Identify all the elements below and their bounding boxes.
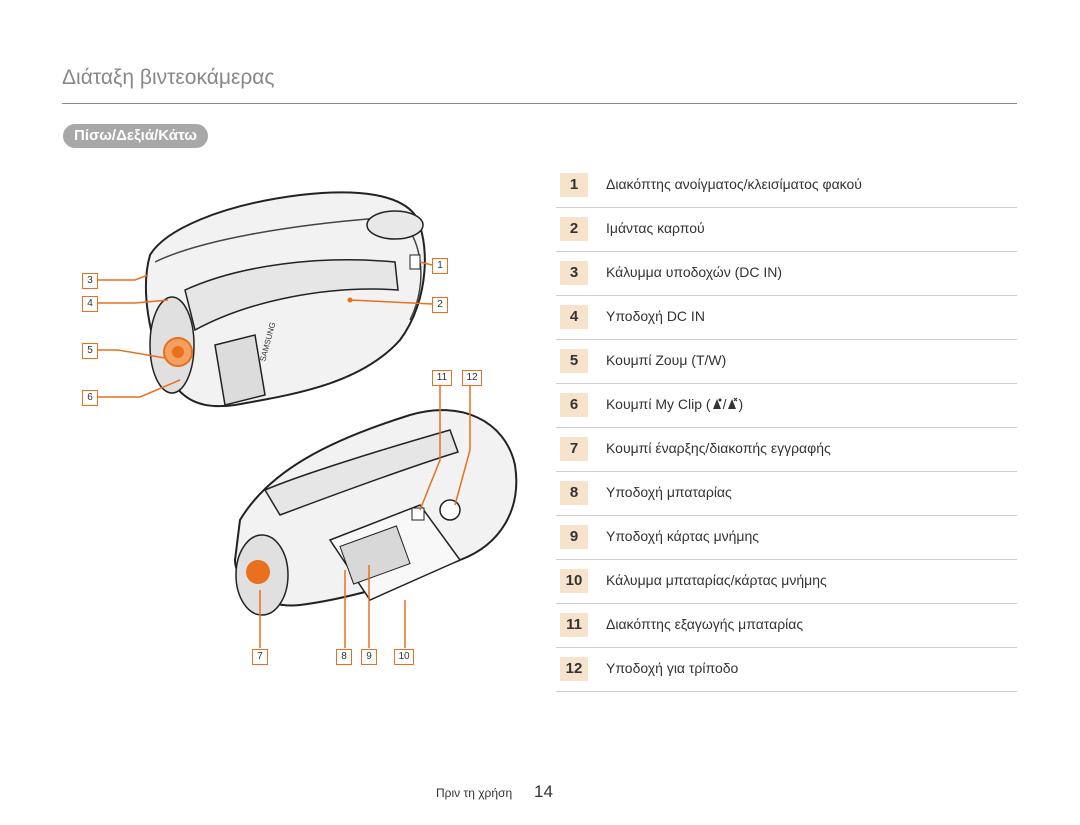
part-label-text: Κουμπί My Clip (	[606, 396, 711, 412]
section-heading: Πίσω/Δεξιά/Κάτω	[63, 124, 208, 148]
part-label: Υποδοχή για τρίποδο	[606, 660, 739, 676]
list-item: 11 Διακόπτης εξαγωγής μπαταρίας	[556, 604, 1017, 648]
callout-8: 8	[336, 649, 352, 665]
callout-6: 6	[82, 390, 98, 406]
part-label: Κάλυμμα μπαταρίας/κάρτας μνήμης	[606, 572, 827, 588]
callout-11: 11	[432, 370, 452, 386]
list-item: 5 Κουμπί Ζουμ (T/W)	[556, 340, 1017, 384]
my-clip-delete-icon	[728, 397, 738, 409]
part-label: Υποδοχή μπαταρίας	[606, 484, 732, 500]
part-label: Υποδοχή DC IN	[606, 308, 705, 324]
part-number: 12	[560, 657, 588, 681]
part-label-my-clip: Κουμπί My Clip (/)	[606, 396, 744, 412]
callout-3: 3	[82, 273, 98, 289]
callout-10: 10	[394, 649, 414, 665]
part-label: Διακόπτης ανοίγματος/κλεισίματος φακού	[606, 176, 862, 192]
part-number: 9	[560, 525, 588, 549]
list-item: 3 Κάλυμμα υποδοχών (DC IN)	[556, 252, 1017, 296]
list-item: 1 Διακόπτης ανοίγματος/κλεισίματος φακού	[556, 164, 1017, 208]
list-item: 7 Κουμπί έναρξης/διακοπής εγγραφής	[556, 428, 1017, 472]
callout-5: 5	[82, 343, 98, 359]
camcorder-diagram: SAMSUNG	[96, 191, 518, 648]
callout-7: 7	[252, 649, 268, 665]
part-number: 6	[560, 393, 588, 417]
part-label: Υποδοχή κάρτας μνήμης	[606, 528, 760, 544]
list-item: 6 Κουμπί My Clip (/)	[556, 384, 1017, 428]
list-item: 8 Υποδοχή μπαταρίας	[556, 472, 1017, 516]
part-label: Ιμάντας καρπού	[606, 220, 705, 236]
part-number: 3	[560, 261, 588, 285]
part-number: 1	[560, 173, 588, 197]
my-clip-icon	[712, 398, 722, 409]
part-number: 4	[560, 305, 588, 329]
camera-rear-view: SAMSUNG	[96, 191, 433, 408]
part-label: Κουμπί έναρξης/διακοπής εγγραφής	[606, 440, 831, 456]
page-title: Διάταξη βιντεοκάμερας	[62, 66, 275, 89]
callout-12: 12	[462, 370, 482, 386]
part-number: 5	[560, 349, 588, 373]
list-item: 4 Υποδοχή DC IN	[556, 296, 1017, 340]
list-item: 12 Υποδοχή για τρίποδο	[556, 648, 1017, 692]
callout-9: 9	[361, 649, 377, 665]
part-label: Κάλυμμα υποδοχών (DC IN)	[606, 264, 783, 280]
part-number: 2	[560, 217, 588, 241]
footer-section-name: Πριν τη χρήση	[436, 786, 513, 800]
part-number: 7	[560, 437, 588, 461]
part-number: 10	[560, 569, 588, 593]
part-number: 8	[560, 481, 588, 505]
part-label: Διακόπτης εξαγωγής μπαταρίας	[606, 616, 804, 632]
callout-1: 1	[432, 258, 448, 274]
part-number: 11	[560, 613, 588, 637]
title-divider	[62, 103, 1017, 104]
list-item: 2 Ιμάντας καρπού	[556, 208, 1017, 252]
parts-list: 1 Διακόπτης ανοίγματος/κλεισίματος φακού…	[556, 164, 1017, 692]
callout-4: 4	[82, 296, 98, 312]
part-label-suffix: )	[738, 396, 744, 412]
part-label: Κουμπί Ζουμ (T/W)	[606, 352, 727, 368]
callout-2: 2	[432, 297, 448, 313]
page-number: 14	[534, 782, 553, 801]
list-item: 10 Κάλυμμα μπαταρίας/κάρτας μνήμης	[556, 560, 1017, 604]
camera-bottom-view	[233, 385, 518, 648]
list-item: 9 Υποδοχή κάρτας μνήμης	[556, 516, 1017, 560]
